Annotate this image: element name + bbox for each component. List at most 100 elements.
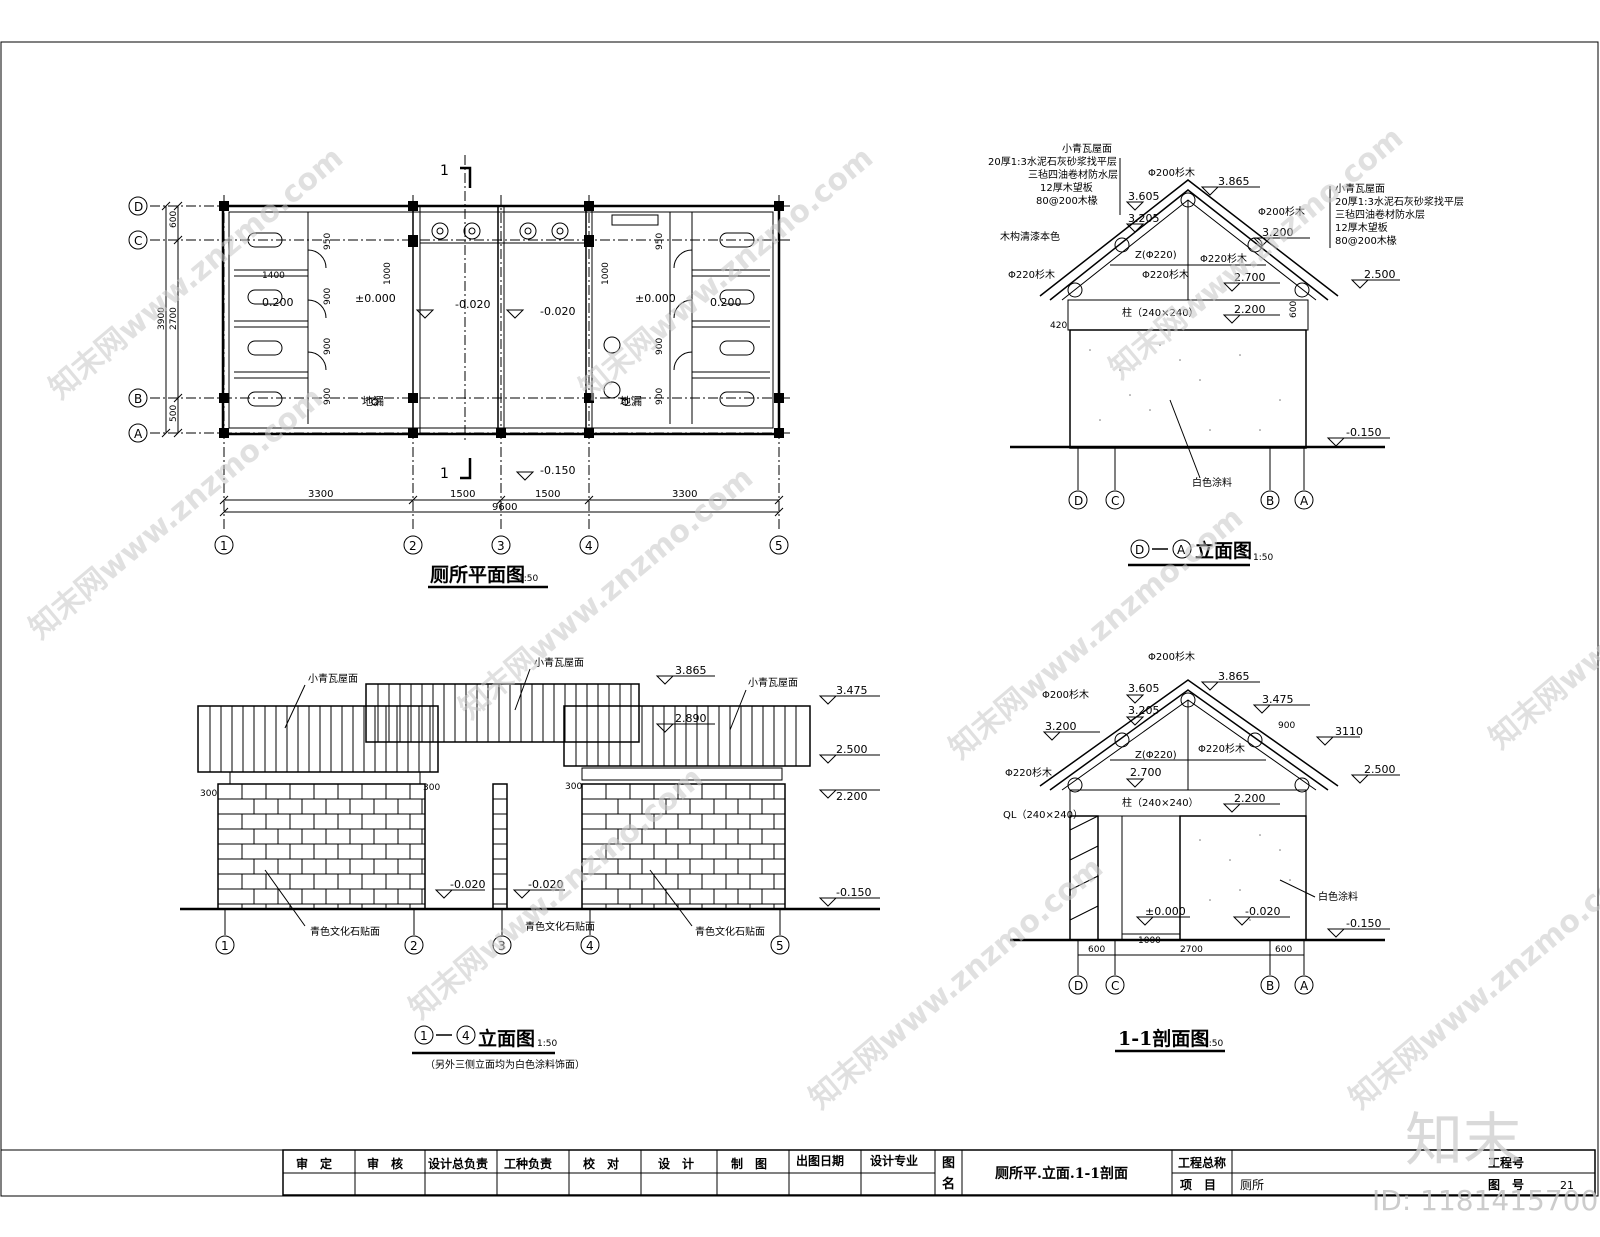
znzmo-id: ID: 1181415700 bbox=[1372, 1184, 1598, 1217]
plan-axis-d: D bbox=[134, 200, 143, 214]
elevation-1-4: 1 2 3 4 5 小青瓦屋面 小青瓦屋面 小青瓦屋面 青色文化石贴面 青色文化… bbox=[180, 656, 880, 1071]
section-label-8: 白色涂料 bbox=[1318, 890, 1358, 903]
dim-inner-5: 900 bbox=[323, 388, 333, 405]
elev-14-level-8: -0.150 bbox=[836, 886, 871, 899]
elev-da-dim-1: 420 bbox=[1050, 321, 1067, 331]
level-plan-7: -0.150 bbox=[540, 464, 575, 477]
elev-da-label-4: Z(Φ220) bbox=[1135, 250, 1177, 261]
elev-da-label-7: Φ220杉木 bbox=[1142, 268, 1189, 281]
section-1-1: D C B A Φ200杉木 Φ200杉木 Z(Φ220) Φ220杉木 Φ22… bbox=[1003, 650, 1400, 1053]
section-level-3: 3.475 bbox=[1262, 693, 1294, 706]
section-label-3: Z(Φ220) bbox=[1135, 750, 1177, 761]
section-label-7: QL（240×240） bbox=[1003, 809, 1083, 821]
dim-inner-r1: 950 bbox=[655, 233, 665, 250]
wall-white-coating bbox=[1069, 329, 1307, 449]
plan-axis-1: 1 bbox=[220, 539, 228, 553]
elev-da-label-9: 白色涂料 bbox=[1192, 476, 1232, 489]
section-axis-b: B bbox=[1266, 979, 1274, 993]
dim-bottom-3: 1500 bbox=[535, 489, 560, 500]
elev-da-level-8: -0.150 bbox=[1346, 426, 1381, 439]
elev-da-title-axis-b: A bbox=[1177, 543, 1186, 557]
section-dim-1: 900 bbox=[1278, 721, 1295, 731]
elev-da-note-l2: 20厚1:3水泥石灰砂浆找平层 bbox=[988, 155, 1117, 168]
dim-left-1: 600 bbox=[169, 211, 179, 228]
dim-inner-3: 900 bbox=[323, 288, 333, 305]
watermark-9: 知末网www.znzmo.com bbox=[1343, 850, 1600, 1116]
elev-14-level-3: 2.890 bbox=[675, 712, 707, 725]
dim-left-total: 3900 bbox=[157, 307, 167, 330]
elev-da-note-r1: 小青瓦屋面 bbox=[1335, 182, 1385, 195]
elev-14-axis-2: 2 bbox=[410, 939, 418, 953]
elev-14-title-axis-a: 1 bbox=[420, 1029, 428, 1043]
elev-da-level-2: 3.605 bbox=[1128, 190, 1160, 203]
section-axis-d: D bbox=[1074, 979, 1083, 993]
elev-da-note-l1: 小青瓦屋面 bbox=[1062, 142, 1112, 155]
elev-14-level-1: 3.865 bbox=[675, 664, 707, 677]
level-plan-4: ±0.000 bbox=[635, 292, 676, 305]
dim-left-2: 2700 bbox=[169, 307, 179, 330]
dim-bottom-2: 1500 bbox=[450, 489, 475, 500]
elev-da-title: 立面图 bbox=[1195, 539, 1252, 562]
elev-14-axis-5: 5 bbox=[776, 939, 784, 953]
dim-inner-6: 1400 bbox=[262, 271, 285, 281]
dim-inner-r3: 900 bbox=[655, 338, 665, 355]
tb-name-label-2: 名 bbox=[942, 1176, 955, 1192]
section-label-1: Φ200杉木 bbox=[1148, 650, 1195, 663]
tb-cell-5: 校 对 bbox=[583, 1156, 619, 1171]
elev-da-level-4: 3.200 bbox=[1262, 226, 1294, 239]
dim-inner-2: 1000 bbox=[383, 262, 393, 285]
dim-bottom-1: 3300 bbox=[308, 489, 333, 500]
tb-cell-3: 设计总负责 bbox=[428, 1156, 488, 1171]
section-mark-bottom: 1 bbox=[440, 466, 449, 482]
elev-da-note-l5: 80@200木椽 bbox=[1036, 194, 1098, 207]
section-label-5: Φ220杉木 bbox=[1005, 766, 1052, 779]
watermark-1: 知末网www.znzmo.com bbox=[43, 140, 350, 406]
elev-14-axis-4: 4 bbox=[586, 939, 594, 953]
section-axis-a: A bbox=[1300, 979, 1309, 993]
elev-14-stone-3: 青色文化石贴面 bbox=[695, 925, 765, 938]
level-plan-6: 0.200 bbox=[710, 296, 742, 309]
elev-da-scale: 1:50 bbox=[1253, 553, 1273, 563]
plan-scale: 1:50 bbox=[518, 574, 538, 584]
elev-da-title-axis-a: D bbox=[1135, 543, 1144, 557]
plan-axis-2: 2 bbox=[409, 539, 417, 553]
elev-14-scale: 1:50 bbox=[537, 1039, 557, 1049]
elev-da-level-5: 2.700 bbox=[1234, 271, 1266, 284]
section-dim-4: 2700 bbox=[1180, 945, 1203, 955]
elev-14-level-6: -0.020 bbox=[450, 878, 485, 891]
section-level-11: -0.020 bbox=[1245, 905, 1280, 918]
level-plan-3: -0.020 bbox=[540, 305, 575, 318]
section-label-2: Φ200杉木 bbox=[1042, 688, 1089, 701]
elev-da-label-1: Φ200杉木 bbox=[1148, 166, 1195, 179]
elev-14-dim-1: 300 bbox=[200, 789, 217, 799]
elev-14-level-2: 3.475 bbox=[836, 684, 868, 697]
tb-cell-4: 工种负责 bbox=[504, 1156, 552, 1171]
tb-cell-1: 审 定 bbox=[296, 1156, 332, 1171]
elev-14-dim-3: 300 bbox=[565, 782, 582, 792]
elev-14-axis-3: 3 bbox=[498, 939, 506, 953]
elev-da-note-l4: 12厚木望板 bbox=[1040, 181, 1093, 194]
dim-inner-1: 950 bbox=[323, 233, 333, 250]
section-dim-2: 1000 bbox=[1138, 936, 1161, 946]
plan-axis-b: B bbox=[134, 392, 142, 406]
section-level-12: -0.150 bbox=[1346, 917, 1381, 930]
watermark-7: 知末网www.znzmo.com bbox=[943, 500, 1250, 766]
plan-axis-c: C bbox=[134, 234, 142, 248]
section-dim-3: 600 bbox=[1088, 945, 1105, 955]
elev-da-label-6: Φ220杉木 bbox=[1008, 268, 1055, 281]
elev-14-roof-2: 小青瓦屋面 bbox=[534, 656, 584, 669]
elev-14-level-5: 2.200 bbox=[836, 790, 868, 803]
tb-sheet-no-label: 图 号 bbox=[1488, 1177, 1524, 1192]
elev-14-level-7: -0.020 bbox=[528, 878, 563, 891]
dim-inner-r4: 900 bbox=[655, 388, 665, 405]
level-plan-2: -0.020 bbox=[455, 298, 490, 311]
elev-da-label-3: 木构清漆本色 bbox=[1000, 230, 1060, 243]
section-level-5: 3.200 bbox=[1045, 720, 1077, 733]
tb-project-value: 厕所 bbox=[1240, 1178, 1264, 1192]
dim-inner-r2: 1000 bbox=[601, 262, 611, 285]
elev-da-level-3: 3.205 bbox=[1128, 212, 1160, 225]
elev-14-stone-1: 青色文化石贴面 bbox=[310, 925, 380, 938]
elevation-d-a: D C B A 小青瓦屋面 20厚1:3水泥石灰砂浆找平层 三毡四油卷材防水层 … bbox=[988, 142, 1464, 567]
tb-sheet-no: 21 bbox=[1560, 1179, 1574, 1192]
tb-drawing-name: 厕所平.立面.1-1剖面 bbox=[995, 1165, 1128, 1182]
